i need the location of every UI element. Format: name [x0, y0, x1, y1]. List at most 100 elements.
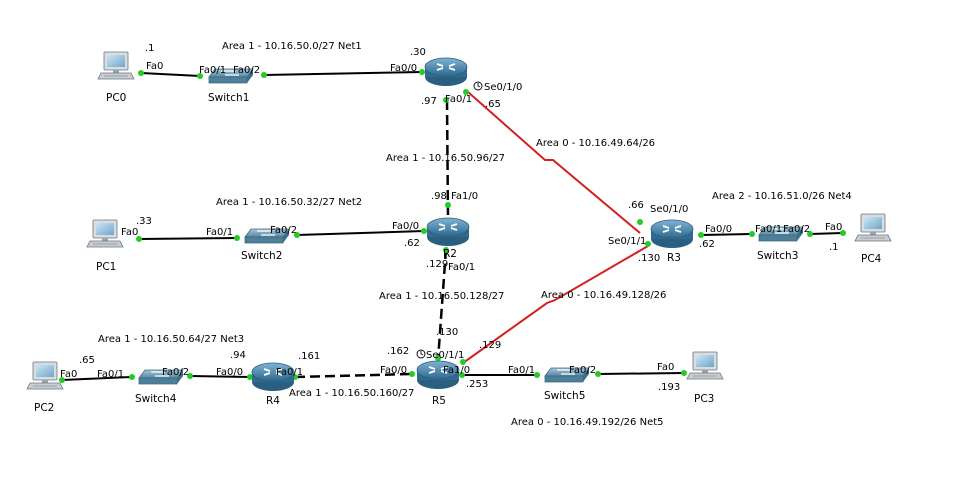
ip-label: .94: [230, 350, 246, 361]
link-r1-r3-serial[interactable]: [467, 91, 641, 234]
ip-label: .97: [421, 96, 437, 107]
port-label: Fa0/1: [755, 224, 782, 235]
device-label-r4: R4: [266, 395, 280, 407]
area-label-net5: Area 0 - 10.16.49.192/26 Net5: [511, 417, 664, 428]
ip-label: .62: [404, 238, 420, 249]
device-label-switch2: Switch2: [241, 250, 282, 262]
port-label: Se0/1/0: [484, 82, 522, 93]
port-label: Fa0/1: [508, 365, 535, 376]
port-label: Fa1/0: [443, 365, 470, 376]
device-label-pc4: PC4: [861, 253, 882, 265]
link-r1-r2-crossover[interactable]: [445, 99, 450, 219]
port-label: Fa0: [60, 369, 77, 380]
ip-label: .129: [479, 340, 501, 351]
device-label-switch1: Switch1: [208, 92, 249, 104]
clock-icon: [473, 81, 483, 91]
link-pc2-sw4[interactable]: [61, 376, 133, 381]
ip-label: .65: [79, 355, 95, 366]
port-label: Se0/1/1: [426, 350, 464, 361]
ip-label: .33: [136, 216, 152, 227]
pc-4[interactable]: [854, 213, 892, 242]
ip-label: .130: [436, 327, 458, 338]
area-label-r1-r2: Area 1 - 10.16.50.96/27: [386, 153, 505, 164]
port-label: Fa0: [121, 227, 138, 238]
port-label: Fa0/1: [448, 262, 475, 273]
port-label: Fa0/1: [206, 227, 233, 238]
area-label-net3: Area 1 - 10.16.50.64/27 Net3: [98, 334, 244, 345]
device-label-r2: R2: [443, 248, 457, 260]
link-sw3-pc4[interactable]: [809, 232, 844, 235]
router-r2[interactable]: [426, 217, 470, 247]
port-label: Fa1/0: [451, 191, 478, 202]
port-indicators: [59, 69, 846, 383]
port-label: Fa0/2: [270, 225, 297, 236]
port-label: Fa0/2: [233, 65, 260, 76]
ip-label: .66: [628, 200, 644, 211]
device-label-pc0: PC0: [106, 92, 126, 104]
ip-label: .1: [145, 43, 155, 54]
ip-label: .253: [466, 379, 488, 390]
link-pc1-sw2[interactable]: [138, 237, 238, 240]
device-label-r3: R3: [667, 252, 681, 264]
ip-label: .30: [410, 47, 426, 58]
pc-3[interactable]: [686, 351, 724, 380]
link-r3-r5-serial[interactable]: [462, 245, 649, 364]
device-label-switch5: Switch5: [544, 390, 585, 402]
clock-icon: [416, 349, 426, 359]
link-r2-r5-crossover[interactable]: [436, 248, 448, 361]
area-label-r2-r5: Area 1 - 10.16.50.128/27: [379, 291, 504, 302]
port-label: Fa0/0: [392, 221, 419, 232]
link-sw5-pc3[interactable]: [597, 372, 685, 375]
link-r4-r5-crossover[interactable]: [294, 372, 413, 379]
device-label-switch3: Switch3: [757, 250, 798, 262]
port-label: Fa0: [146, 61, 163, 72]
port-label: Fa0/2: [569, 365, 596, 376]
area-label-r4-r5: Area 1 - 10.16.50.160/27: [289, 388, 414, 399]
pc-1[interactable]: [86, 219, 124, 248]
device-label-pc3: PC3: [694, 393, 714, 405]
area-labels: Area 1 - 10.16.50.0/27 Net1 Area 1 - 10.…: [98, 41, 852, 428]
port-label: Fa0/0: [380, 365, 407, 376]
ip-label: .65: [485, 99, 501, 110]
pc-2[interactable]: [26, 361, 64, 390]
pc-0[interactable]: [97, 51, 135, 80]
router-r1[interactable]: [424, 57, 468, 87]
device-label-r5: R5: [432, 395, 446, 407]
area-label-net4: Area 2 - 10.16.51.0/26 Net4: [712, 191, 852, 202]
ip-label: .1: [829, 242, 839, 253]
area-label-r3-r5: Area 0 - 10.16.49.128/26: [541, 290, 666, 301]
area-label-net1: Area 1 - 10.16.50.0/27 Net1: [222, 41, 362, 52]
link-sw4-r4[interactable]: [189, 375, 251, 378]
port-labels: .1 Fa0 Fa0/1 Fa0/2 Fa0/0 .30 Se0/1/0 .65…: [60, 43, 842, 393]
router-r3[interactable]: [650, 219, 694, 249]
port-label: Fa0: [657, 362, 674, 373]
port-label: Fa0/1: [97, 369, 124, 380]
serial-links: [462, 91, 649, 364]
ip-label: .193: [658, 382, 680, 393]
port-label: Fa0/1: [445, 94, 472, 105]
link-r3-sw3[interactable]: [700, 233, 753, 236]
link-sw1-r1[interactable]: [263, 71, 423, 76]
link-pc0-sw1[interactable]: [140, 72, 201, 77]
device-label-pc1: PC1: [96, 261, 116, 273]
device-label-switch4: Switch4: [135, 393, 177, 405]
ip-label: .98: [431, 191, 447, 202]
ip-label: .129: [426, 259, 448, 270]
port-label: Fa0/1: [199, 65, 226, 76]
port-label: Fa0/2: [162, 367, 189, 378]
port-label: Se0/1/0: [650, 204, 688, 215]
link-sw2-r2[interactable]: [296, 230, 425, 236]
device-labels: PC0 Switch1 PC1 Switch2 R2 R3 Switch3 PC…: [34, 92, 882, 414]
port-label: Fa0/0: [705, 224, 732, 235]
ip-label: .62: [699, 239, 715, 250]
links: [61, 71, 844, 381]
port-label: Fa0/0: [390, 63, 417, 74]
device-label-pc2: PC2: [34, 402, 54, 414]
port-label: Fa0: [825, 222, 842, 233]
port-label: Fa0/0: [216, 367, 243, 378]
ip-label: .130: [638, 253, 660, 264]
ip-label: .162: [387, 346, 409, 357]
port-label: Se0/1/1: [608, 236, 646, 247]
